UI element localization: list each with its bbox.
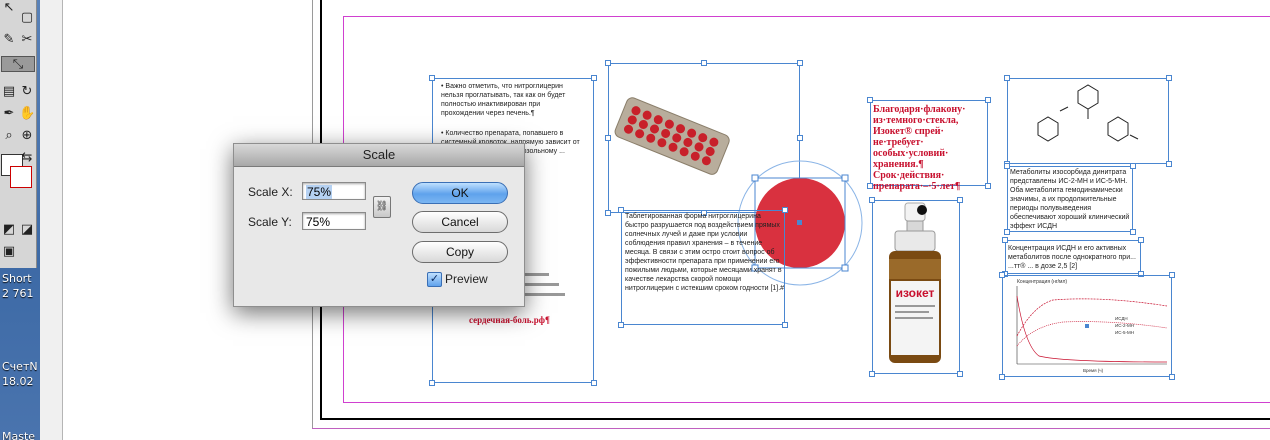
desktop-item-label[interactable]: Maste <box>2 430 36 440</box>
scissors-tool-icon[interactable]: ✂ <box>21 32 33 47</box>
desktop-item-label[interactable]: СчетN <box>2 360 38 373</box>
image-frame-chart[interactable]: Концентрация (нг/мл) ИСДН ИС-2-МН ИС-5-М… <box>999 272 1175 380</box>
bullet-text: • Важно отметить, что нитроглицерин нель… <box>441 83 566 117</box>
scale-y-label: Scale Y: <box>248 215 292 229</box>
cancel-button[interactable]: Cancel <box>412 211 508 233</box>
website-url-text: сердечная-боль.рф¶ <box>469 315 550 325</box>
vertical-ruler <box>40 0 63 440</box>
preview-view-icon[interactable]: ◪ <box>20 222 34 237</box>
normal-view-icon[interactable]: ◩ <box>2 222 16 237</box>
measure-tool-icon[interactable]: ⊕ <box>21 128 33 143</box>
legend-label: ИС-5-МН <box>1115 330 1134 335</box>
constrain-proportions-link-icon[interactable]: ⛓ <box>373 196 391 218</box>
scale-x-value: 75% <box>306 185 333 199</box>
image-frame-bottle[interactable]: изокет <box>869 197 963 377</box>
desktop-item-label: 2 761 <box>2 287 34 300</box>
text-frame-red[interactable]: Благодаря·флакону· из·темного·стекла, Из… <box>867 97 991 192</box>
storage-note-text: Благодаря·флакону· из·темного·стекла, Из… <box>873 104 966 192</box>
text-line-placeholder <box>497 293 565 296</box>
scale-x-label: Scale X: <box>248 185 293 199</box>
ok-button[interactable]: OK <box>412 182 508 204</box>
bottle-brand-text: изокет <box>896 286 935 300</box>
concentration-chart-image: Концентрация (нг/мл) ИСДН ИС-2-МН ИС-5-М… <box>1016 279 1168 373</box>
scale-y-value: 75% <box>306 215 331 229</box>
screen-mode-icon[interactable]: ▣ <box>2 244 16 259</box>
scale-tool-icon[interactable]: ⤡ <box>1 56 35 72</box>
scale-dialog: Scale Scale X: 75% Scale Y: 75% ⛓ OK Can… <box>233 143 525 307</box>
tools-palette: ↖ ▢ ✎ ✂ ⤡ ▤ ↻ ✒ ✋ ⌕ ⊕ ⇆ ◩ ◪ ▣ <box>0 0 37 268</box>
legend-label: ИС-2-МН <box>1115 323 1134 328</box>
pen-tool-icon[interactable]: ✎ <box>3 32 15 47</box>
stroke-swatch-icon[interactable] <box>10 166 32 188</box>
rotate-tool-icon[interactable]: ↻ <box>21 84 33 99</box>
text-frame-left[interactable]: • Важно отметить, что нитроглицерин нель… <box>429 75 597 386</box>
desktop-item-label: 18.02 <box>2 375 34 388</box>
swap-colors-icon[interactable]: ⇆ <box>21 150 33 165</box>
dialog-title[interactable]: Scale <box>234 144 524 167</box>
hand-tool-icon[interactable]: ✋ <box>19 106 36 121</box>
caption-text: Концентрация ИСДН и его активных метабол… <box>1008 245 1136 270</box>
body-text: Таблетированная форма нитроглицерина быс… <box>625 213 785 292</box>
direct-selection-tool-icon[interactable]: ↖ <box>3 0 15 15</box>
gradient-tool-icon[interactable]: ▤ <box>2 84 16 99</box>
eyedropper-tool-icon[interactable]: ✒ <box>3 106 15 121</box>
image-frame-blister[interactable] <box>605 60 803 216</box>
text-frame-metabolites[interactable]: Метаболиты изосорбида динитрата представ… <box>1004 163 1136 235</box>
text-frame-caption[interactable]: Концентрация ИСДН и его активных метабол… <box>1002 237 1144 277</box>
chart-xlabel: Время (ч) <box>1083 368 1104 373</box>
copy-button[interactable]: Copy <box>412 241 508 263</box>
scale-y-input[interactable]: 75% <box>302 212 366 230</box>
chart-title: Концентрация (нг/мл) <box>1017 279 1067 285</box>
red-circle-object[interactable] <box>735 158 865 288</box>
preview-checkbox[interactable]: ✓ <box>427 272 442 287</box>
scale-x-input[interactable]: 75% <box>302 182 366 200</box>
desktop-item-label[interactable]: Short <box>2 272 32 285</box>
image-frame-structures[interactable] <box>1004 75 1172 167</box>
legend-label: ИСДН <box>1115 316 1128 321</box>
zoom-tool-icon[interactable]: ⌕ <box>5 128 13 143</box>
bleed-line <box>312 428 1270 429</box>
body-text: Метаболиты изосорбида динитрата представ… <box>1010 169 1130 230</box>
spray-bottle-image: изокет <box>889 202 941 363</box>
text-frame-middle[interactable]: Таблетированная форма нитроглицерина быс… <box>618 207 788 328</box>
page-shadow-bottom <box>320 418 1270 420</box>
blister-pack-image <box>614 97 730 175</box>
chemical-structure-image <box>1037 84 1139 142</box>
text-line-placeholder <box>497 283 559 286</box>
preview-label[interactable]: Preview <box>445 272 488 286</box>
rectangle-frame-tool-icon[interactable]: ▢ <box>20 10 34 25</box>
